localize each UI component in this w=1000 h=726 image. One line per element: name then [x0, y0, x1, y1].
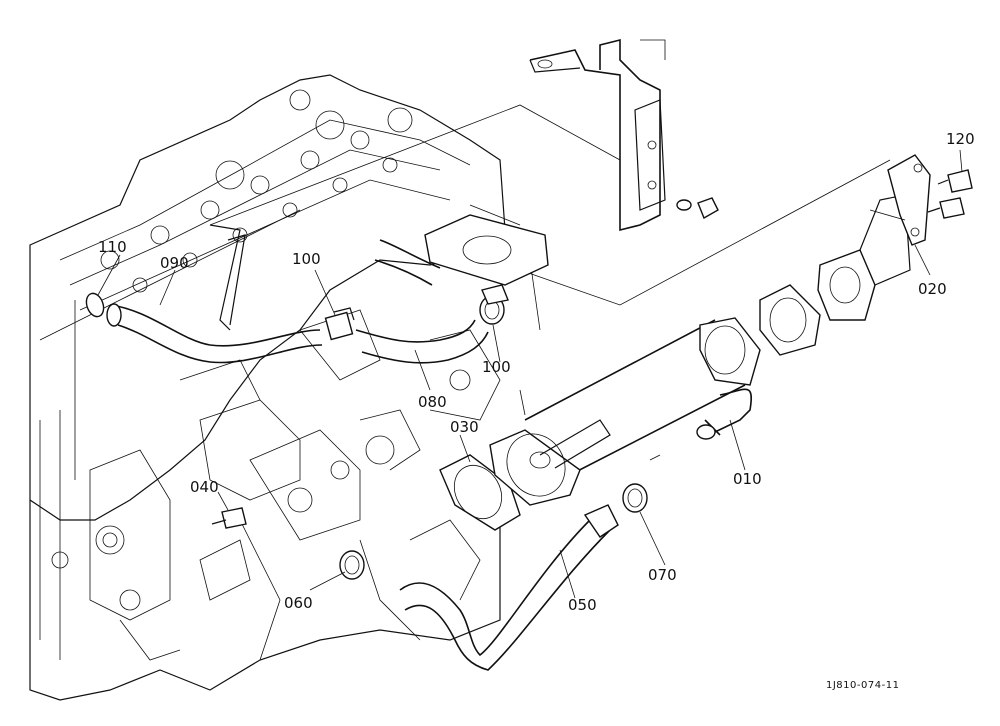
hose-050 — [399, 504, 619, 671]
label-040: 040 — [190, 478, 219, 496]
drawing-code: 1J810-074-11 — [826, 680, 899, 691]
label-050: 050 — [568, 596, 597, 614]
label-100-right: 100 — [482, 358, 511, 376]
engine-block — [29, 74, 506, 701]
hose-090 — [106, 224, 323, 364]
label-110: 110 — [98, 238, 127, 256]
clamp-100-left — [324, 307, 355, 341]
clamp-070 — [622, 483, 648, 513]
label-100-top: 100 — [292, 250, 321, 268]
bolts-120 — [927, 169, 973, 219]
bolt-040 — [211, 507, 247, 529]
egr-cooler-010 — [489, 317, 761, 506]
label-leaders — [97, 149, 963, 599]
clamp-060 — [339, 550, 365, 580]
label-090: 090 — [160, 254, 189, 272]
bracket — [529, 38, 719, 232]
clamp-100-right — [479, 284, 509, 325]
gasket-flange-020 — [759, 154, 931, 356]
label-060: 060 — [284, 594, 313, 612]
hose-080 — [355, 214, 549, 364]
o-ring-110 — [85, 292, 105, 318]
label-030: 030 — [450, 418, 479, 436]
label-020: 020 — [918, 280, 947, 298]
label-070: 070 — [648, 566, 677, 584]
gasket-030 — [439, 454, 521, 531]
label-010: 010 — [733, 470, 762, 488]
label-080: 080 — [418, 393, 447, 411]
label-120: 120 — [946, 130, 975, 148]
